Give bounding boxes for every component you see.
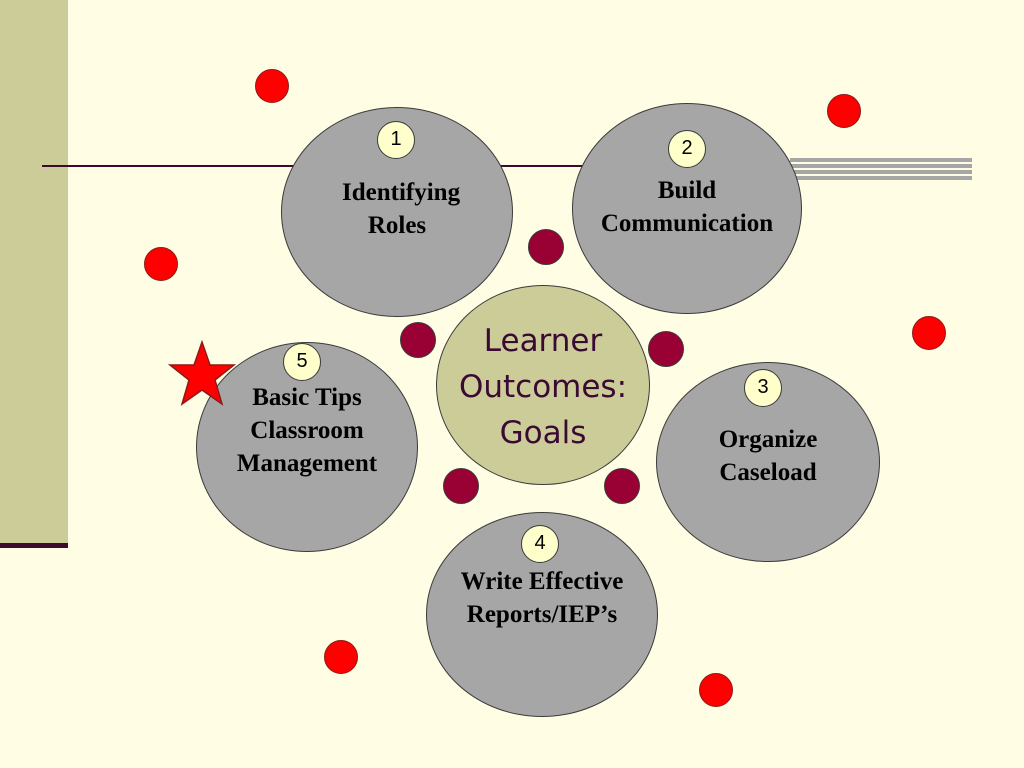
center-label: Learner Outcomes: Goals (458, 323, 628, 451)
number-badge: 3 (744, 369, 782, 407)
number-badge: 1 (377, 121, 415, 159)
topic-organize-caseload: Organize Caseload (656, 362, 880, 562)
topic-label: Organize Caseload (718, 426, 818, 486)
maroon-dot (604, 468, 640, 504)
topic-label: Basic Tips Classroom Management (236, 384, 378, 477)
topic-identifying-roles: Identifying Roles (281, 107, 513, 317)
maroon-dot (400, 322, 436, 358)
number-badge: 2 (668, 130, 706, 168)
topic-label: Build Communication (600, 177, 774, 237)
red-dot (324, 640, 358, 674)
topic-label: Identifying Roles (342, 179, 461, 239)
maroon-dot (443, 468, 479, 504)
topic-label: Write Effective Reports/IEP’s (460, 568, 624, 628)
number-badge: 5 (283, 343, 321, 381)
red-dot (144, 247, 178, 281)
maroon-dot (528, 229, 564, 265)
center-learner-outcomes: Learner Outcomes: Goals (436, 285, 650, 485)
star-icon (168, 340, 236, 406)
sidebar-base-rule (0, 543, 68, 548)
red-dot (912, 316, 946, 350)
sidebar-bar (0, 0, 68, 543)
red-dot (699, 673, 733, 707)
red-dot (255, 69, 289, 103)
decorative-stripes (790, 158, 972, 180)
red-dot (827, 94, 861, 128)
horizontal-rule (42, 165, 972, 167)
number-badge: 4 (521, 525, 559, 563)
maroon-dot (648, 331, 684, 367)
